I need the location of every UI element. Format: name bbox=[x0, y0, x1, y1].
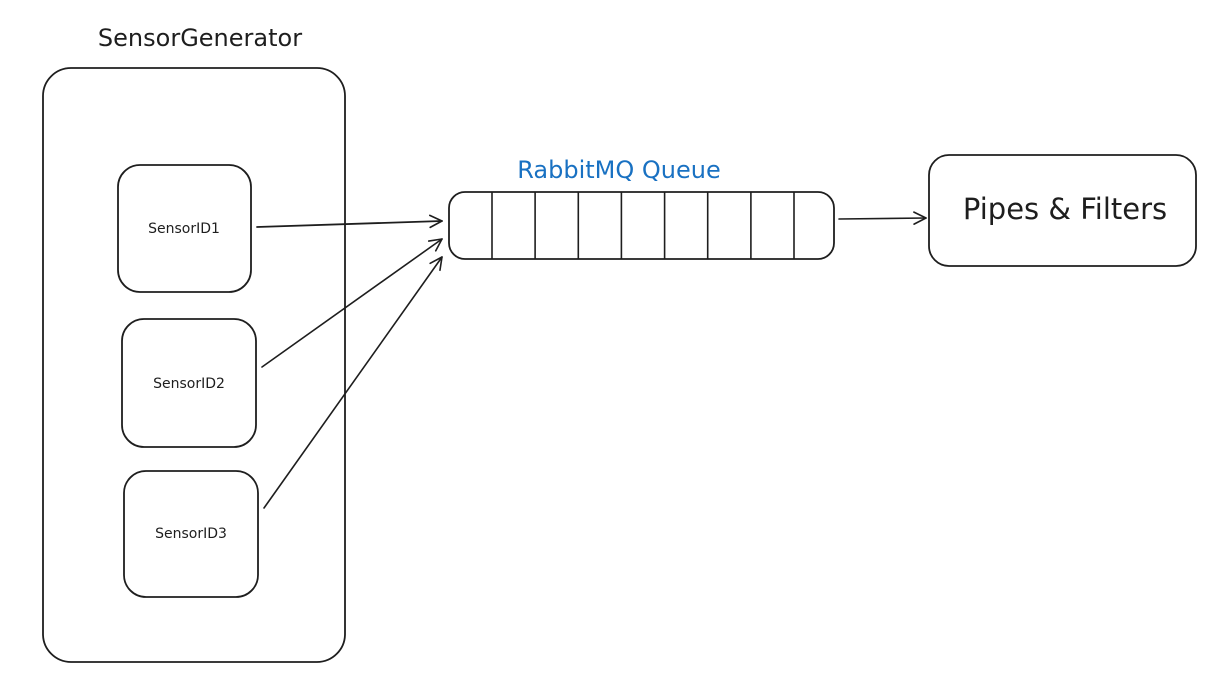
arrow-sensor1-to-queue bbox=[256, 214, 443, 229]
arrow-queue-to-consumer bbox=[838, 211, 927, 225]
arrow-sensor3-to-queue bbox=[263, 256, 443, 509]
queue-body bbox=[448, 191, 835, 260]
generator-container bbox=[42, 67, 346, 663]
arrow-sensor2-to-queue bbox=[261, 238, 443, 368]
sensor-node-3: SensorID3 bbox=[123, 470, 259, 598]
sensor-label-1: SensorID1 bbox=[148, 221, 220, 237]
sensor-node-2: SensorID2 bbox=[121, 318, 257, 448]
sensor-label-2: SensorID2 bbox=[153, 376, 225, 392]
sensor-label-3: SensorID3 bbox=[155, 526, 227, 542]
consumer-node: Pipes & Filters bbox=[928, 154, 1197, 267]
queue-title: RabbitMQ Queue bbox=[517, 156, 720, 184]
consumer-label: Pipes & Filters bbox=[963, 192, 1167, 226]
queue-slot-dividers bbox=[491, 192, 795, 259]
sensor-node-1: SensorID1 bbox=[117, 164, 252, 293]
generator-title: SensorGenerator bbox=[98, 24, 302, 52]
